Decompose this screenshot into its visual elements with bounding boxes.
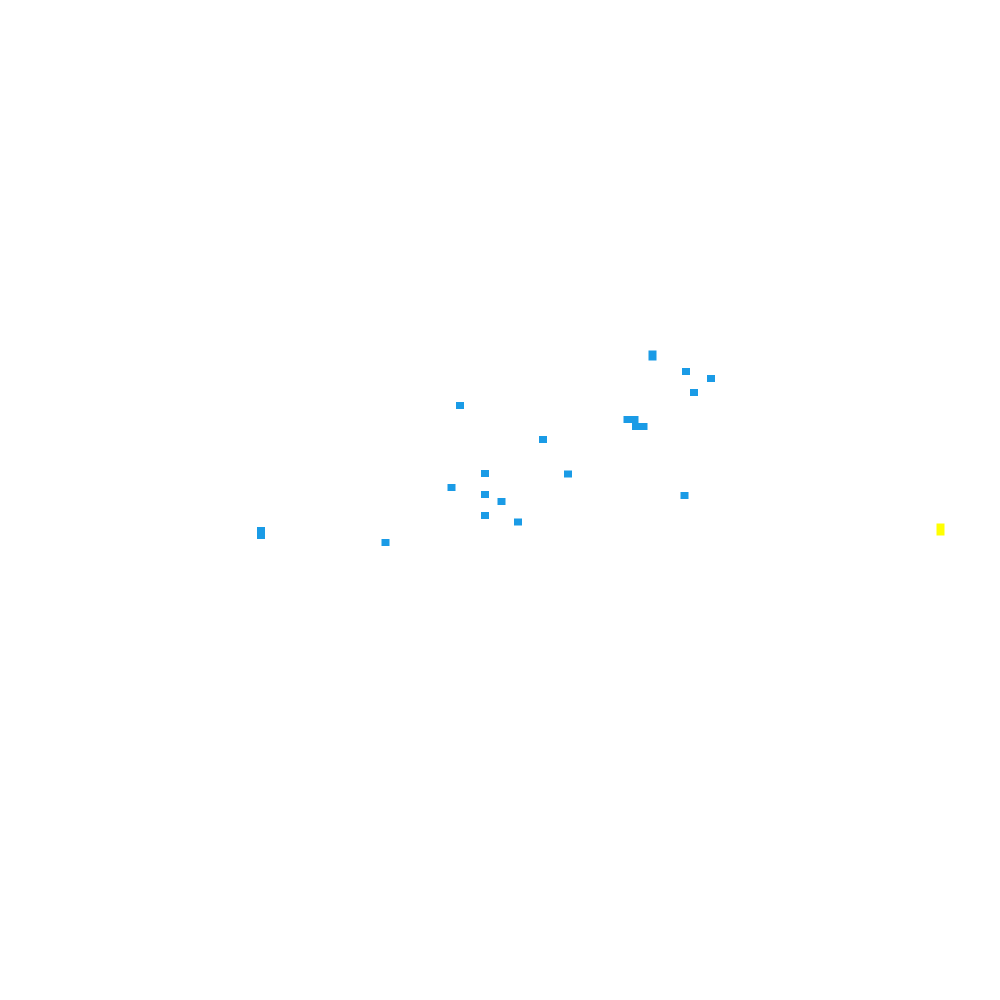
data-point xyxy=(447,484,456,491)
data-point xyxy=(632,423,640,430)
data-point xyxy=(707,375,715,382)
data-point xyxy=(680,492,689,499)
data-point xyxy=(381,539,390,546)
data-point xyxy=(481,512,489,519)
data-point xyxy=(257,527,265,534)
scatter-points xyxy=(257,350,945,546)
data-point xyxy=(497,498,506,505)
data-point xyxy=(481,470,489,477)
data-point xyxy=(456,402,464,409)
highlight-point xyxy=(936,528,945,536)
data-point xyxy=(639,423,648,430)
data-point xyxy=(257,532,265,539)
data-point xyxy=(539,436,547,443)
data-point xyxy=(564,470,572,478)
data-point xyxy=(682,368,690,375)
data-point xyxy=(514,518,522,526)
highlight-point xyxy=(936,523,945,531)
data-point xyxy=(623,416,632,423)
data-point xyxy=(481,491,489,498)
data-point xyxy=(690,389,698,396)
data-point xyxy=(630,416,639,423)
data-point xyxy=(648,353,657,361)
